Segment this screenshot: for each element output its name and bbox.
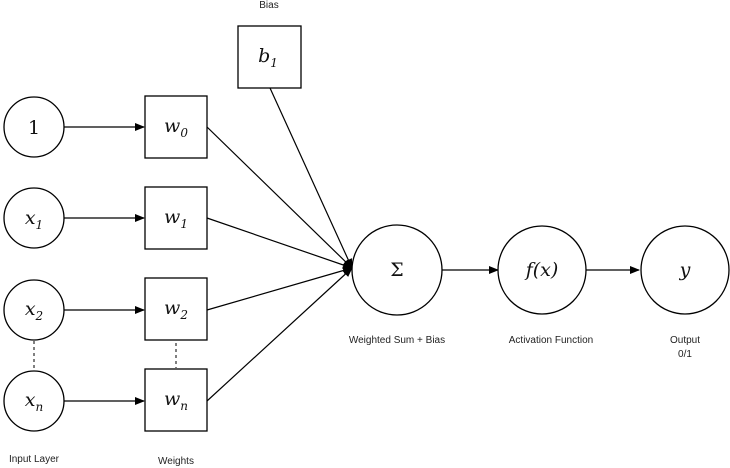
bias-symbol: b1 — [258, 45, 278, 70]
output-label: Output — [670, 335, 700, 346]
input-layer-label: Input Layer — [9, 454, 60, 465]
weights-layer-label: Weights — [158, 456, 194, 467]
summation-node — [351, 224, 443, 316]
edge-bias-to-sum — [269, 87, 353, 269]
input-node-label: xn — [25, 389, 43, 414]
sigma-symbol: Σ — [390, 259, 403, 281]
input-node-label: 1 — [28, 117, 40, 139]
output-symbol: y — [679, 259, 691, 281]
activation-label: Activation Function — [509, 335, 594, 346]
activation-node — [497, 225, 587, 315]
edge-weight-1-to-sum — [206, 217, 353, 269]
weight-box-w0 — [144, 95, 208, 159]
input-node-label: x1 — [25, 207, 43, 232]
summation-label: Weighted Sum + Bias — [349, 335, 445, 346]
activation-function-symbol: f(x) — [524, 259, 559, 281]
input-node-bias-constant — [3, 96, 65, 158]
weight-box-wn — [144, 368, 208, 432]
input-node-x1 — [3, 187, 65, 249]
bias-box — [237, 25, 302, 89]
weight-box-w1 — [144, 186, 208, 250]
input-node-label: x2 — [25, 298, 43, 323]
edge-weight-n-to-sum — [206, 267, 353, 402]
bias-label: Bias — [259, 0, 278, 11]
weight-label: wn — [164, 388, 188, 413]
edge-weight-0-to-sum — [206, 126, 353, 269]
input-node-x2 — [3, 279, 65, 341]
output-node — [640, 225, 730, 315]
edge-weight-2-to-sum — [206, 266, 353, 311]
weight-label: w1 — [164, 206, 188, 231]
weight-box-w2 — [144, 277, 208, 341]
output-values-label: 0/1 — [678, 349, 692, 360]
weight-label: w0 — [164, 115, 188, 140]
input-node-xn — [3, 370, 65, 432]
weight-label: w2 — [164, 297, 188, 322]
